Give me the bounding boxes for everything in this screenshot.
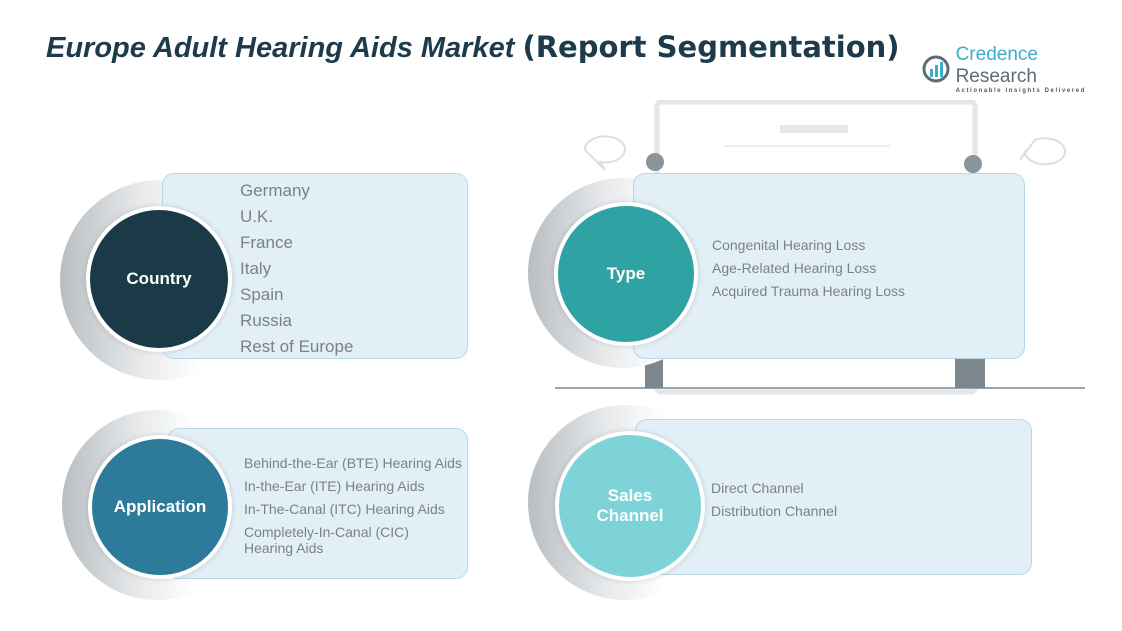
- list-item: Completely-In-Canal (CIC) Hearing Aids: [244, 524, 409, 556]
- sales-list: Direct Channel Distribution Channel: [711, 477, 837, 523]
- speech-bubble-icon: [583, 135, 626, 171]
- application-label: Application: [113, 497, 207, 516]
- country-list: Germany U.K. France Italy Spain Russia R…: [240, 178, 353, 360]
- list-item: Spain: [240, 285, 284, 304]
- type-list: Congenital Hearing Loss Age-Related Hear…: [712, 234, 905, 303]
- type-circle: Type: [554, 202, 698, 346]
- list-item: Congenital Hearing Loss: [712, 237, 866, 253]
- list-item: In-the-Ear (ITE) Hearing Aids: [244, 478, 425, 494]
- list-item: U.K.: [240, 207, 274, 226]
- type-panel: [633, 173, 1025, 359]
- list-item: In-The-Canal (ITC) Hearing Aids: [244, 501, 445, 517]
- logo-tagline: Actionable Insights Delivered: [955, 88, 1086, 94]
- list-item: Distribution Channel: [711, 503, 838, 519]
- logo-name1: Credence: [955, 44, 1038, 65]
- application-list: Behind-the-Ear (BTE) Hearing Aids In-the…: [244, 452, 466, 556]
- logo-chart-icon: [922, 55, 950, 83]
- list-item: Germany: [240, 181, 310, 200]
- list-item: Italy: [240, 259, 272, 278]
- list-item: Direct Channel: [711, 480, 804, 496]
- list-item: Rest of Europe: [240, 337, 354, 356]
- speech-bubble-icon: [1019, 137, 1066, 166]
- title-main: Europe Adult Hearing Aids Market: [46, 32, 515, 64]
- country-circle: Country: [86, 206, 232, 352]
- list-item: Age-Related Hearing Loss: [712, 260, 877, 276]
- list-item: Acquired Trauma Hearing Loss: [712, 283, 905, 299]
- application-circle: Application: [88, 435, 232, 579]
- list-item: Russia: [240, 311, 292, 330]
- list-item: Behind-the-Ear (BTE) Hearing Aids: [244, 455, 462, 471]
- title-sub: (Report Segmentation): [522, 30, 900, 64]
- list-item: France: [240, 233, 293, 252]
- type-label: Type: [606, 264, 646, 283]
- logo-name2: Research: [955, 66, 1037, 87]
- sales-label: Sales Channel: [596, 486, 664, 525]
- sales-circle: Sales Channel: [555, 431, 705, 581]
- country-label: Country: [126, 269, 192, 288]
- page-title: Europe Adult Hearing Aids Market (Report…: [46, 30, 900, 65]
